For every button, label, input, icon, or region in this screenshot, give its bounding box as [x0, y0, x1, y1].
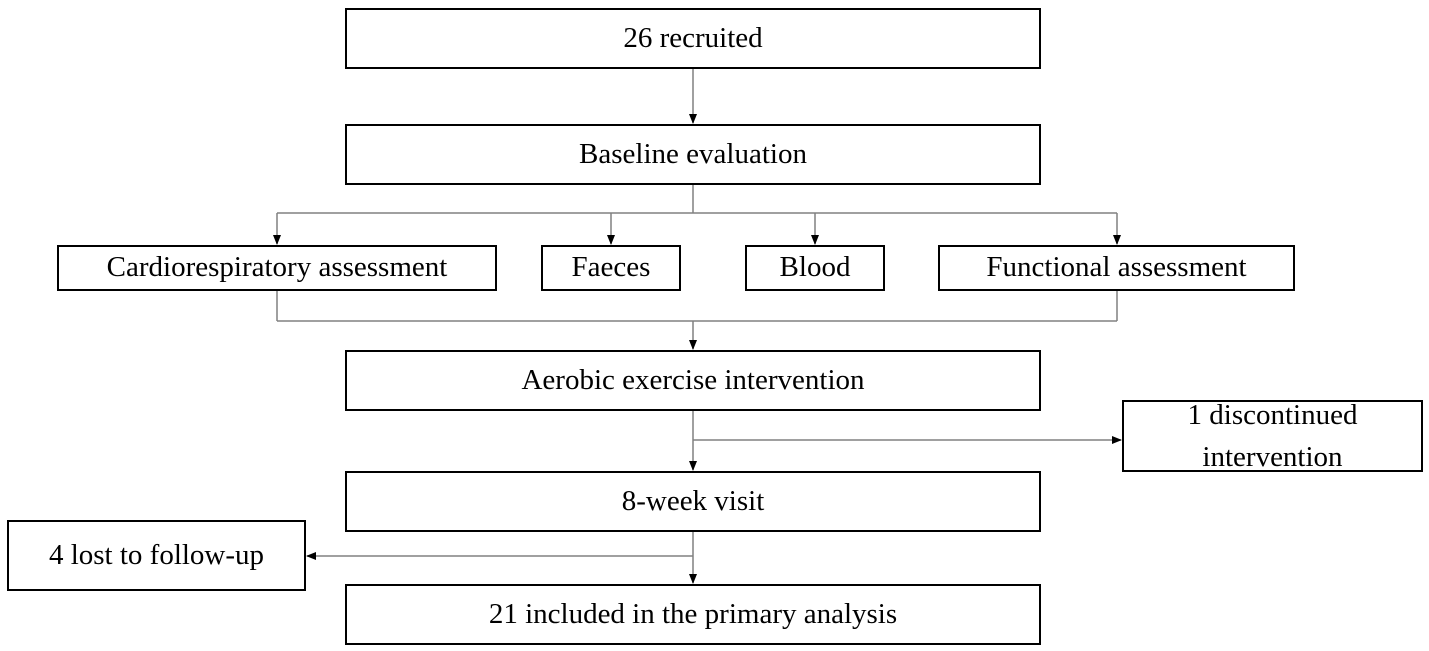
node-discontinued-label-line2: intervention	[1202, 441, 1343, 473]
node-lost-label: 4 lost to follow-up	[48, 538, 265, 571]
node-baseline-label: Baseline evaluation	[579, 137, 807, 170]
node-cardiorespiratory-assessment: Cardiorespiratory assessment	[57, 245, 497, 291]
node-discontinued-label-line1: 1 discontinued	[1187, 398, 1358, 431]
node-faeces-label: Faeces	[571, 251, 651, 284]
node-faeces: Faeces	[541, 245, 681, 291]
node-aerobic-exercise-intervention: Aerobic exercise intervention	[345, 350, 1041, 411]
node-blood-label: Blood	[779, 251, 851, 284]
node-included-primary-analysis: 21 included in the primary analysis	[345, 584, 1041, 645]
node-discontinued-intervention: 1 discontinued intervention	[1122, 399, 1423, 473]
node-functional-label: Functional assessment	[986, 251, 1247, 284]
node-baseline-evaluation: Baseline evaluation	[345, 124, 1041, 185]
node-functional-assessment: Functional assessment	[938, 245, 1295, 291]
node-lost-to-follow-up: 4 lost to follow-up	[7, 520, 306, 591]
node-recruited: 26 recruited	[345, 8, 1041, 69]
node-recruited-label: 26 recruited	[623, 21, 763, 54]
node-aerobic-label: Aerobic exercise intervention	[521, 363, 865, 396]
node-blood: Blood	[745, 245, 885, 291]
node-8-week-visit: 8-week visit	[345, 471, 1041, 532]
node-visit8-label: 8-week visit	[621, 484, 765, 517]
node-cardio-label: Cardiorespiratory assessment	[106, 251, 448, 284]
node-included-label: 21 included in the primary analysis	[488, 597, 898, 630]
